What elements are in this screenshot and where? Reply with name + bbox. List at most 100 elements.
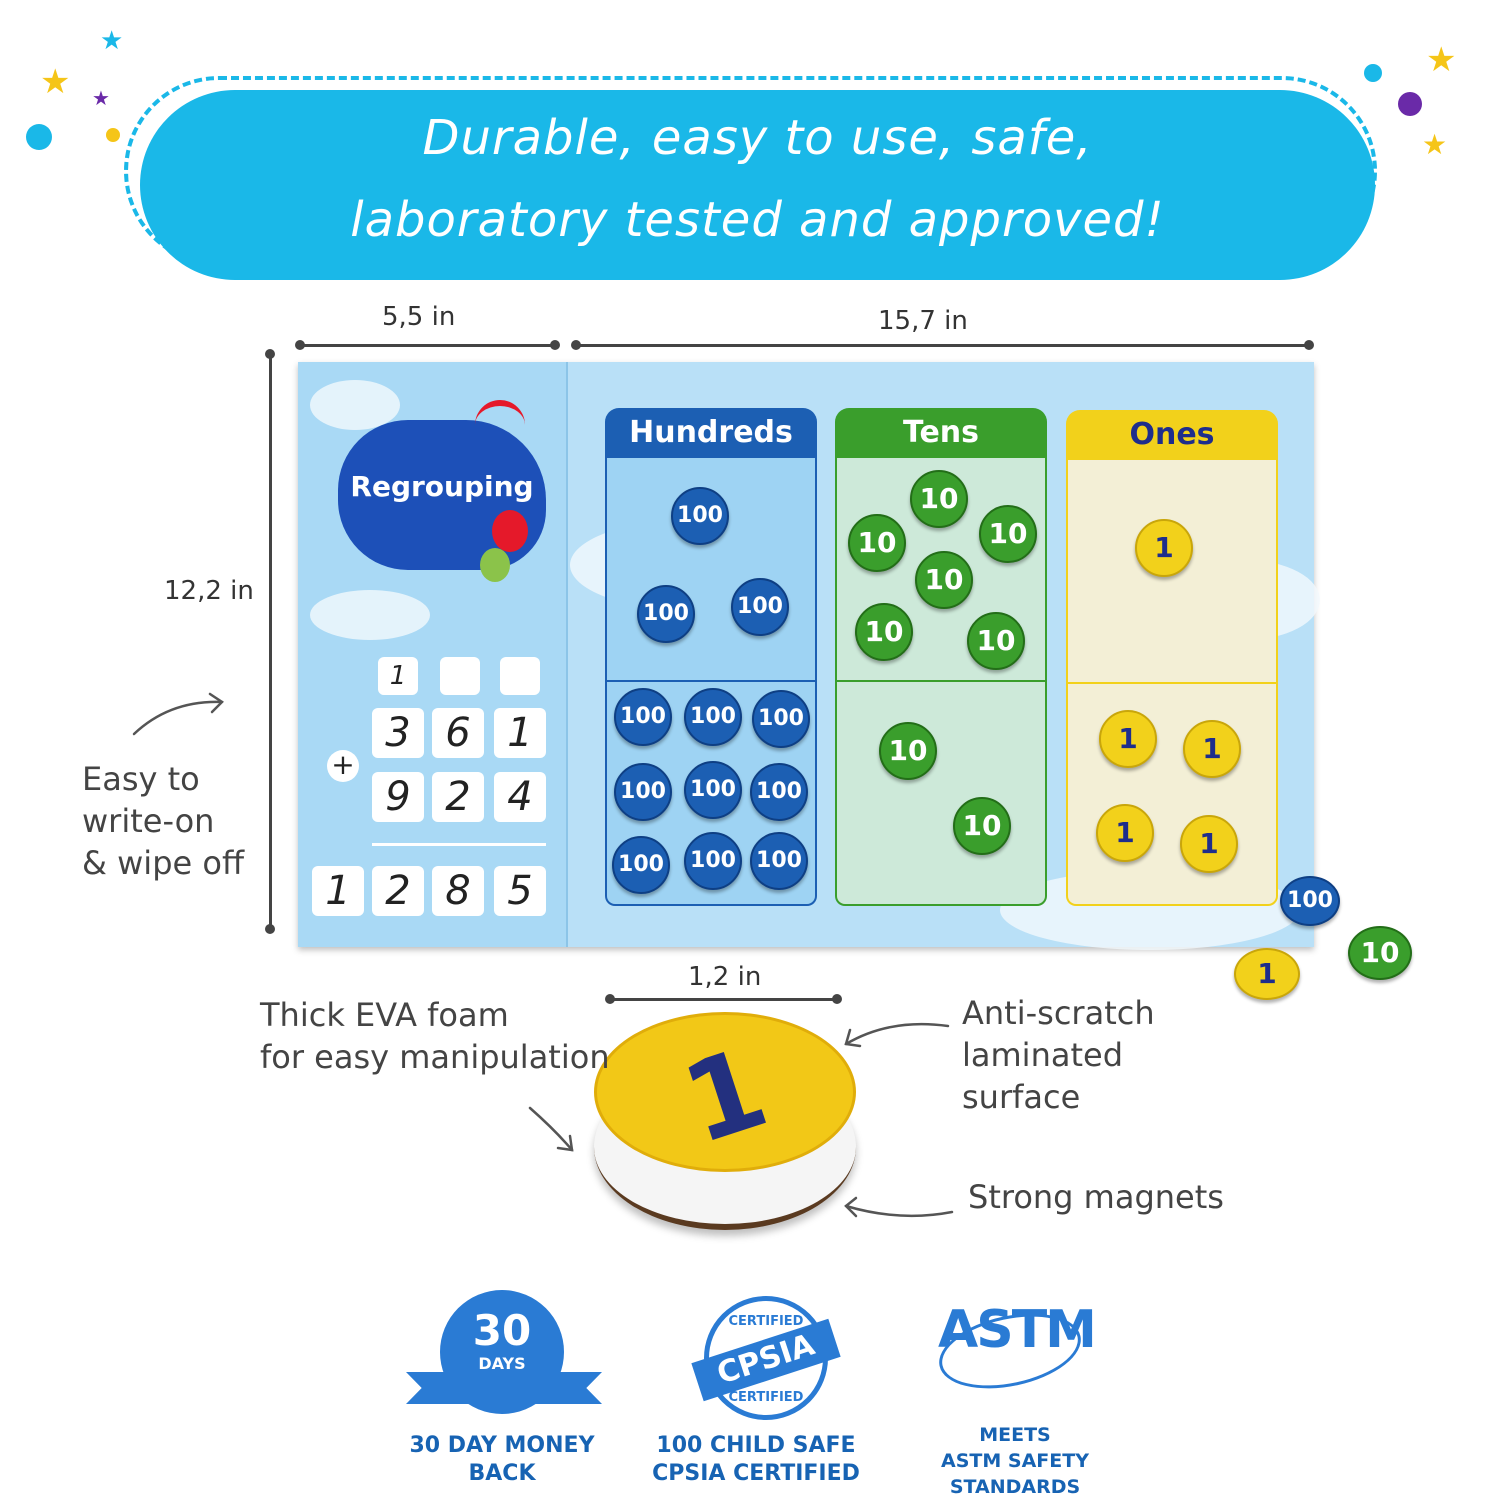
foam-chip-top: [594, 1012, 856, 1172]
caption-line: ASTM SAFETY STANDARDS: [941, 1450, 1089, 1498]
column-divider: [1068, 682, 1276, 684]
hundred-chip[interactable]: 100: [637, 585, 695, 643]
ten-chip[interactable]: 10: [910, 470, 968, 528]
ten-chip[interactable]: 10: [855, 603, 913, 661]
hundred-chip[interactable]: 100: [752, 690, 810, 748]
carry-tile[interactable]: [440, 657, 480, 695]
one-chip[interactable]: 1: [1234, 948, 1300, 1000]
arrow-foam: [528, 1106, 574, 1152]
cloud-decoration: [310, 590, 430, 640]
arrow-laminated: [844, 1022, 950, 1046]
annotation-line: for easy manipulation: [260, 1038, 610, 1076]
caption-line: CPSIA CERTIFIED: [652, 1461, 860, 1486]
seal-unit: DAYS: [478, 1354, 526, 1373]
hundred-chip[interactable]: 100: [1280, 876, 1340, 926]
dot-icon: [106, 128, 120, 142]
dot-icon: [26, 124, 52, 150]
arrow-magnets: [844, 1204, 954, 1218]
dim-line: [576, 344, 1310, 347]
ones-header: Ones: [1066, 410, 1278, 460]
column-divider: [837, 680, 1045, 682]
ten-chip[interactable]: 10: [967, 612, 1025, 670]
hundred-chip[interactable]: 100: [612, 836, 670, 894]
laminated-annotation: Anti-scratch laminated surface: [962, 992, 1155, 1118]
ten-chip[interactable]: 10: [915, 551, 973, 609]
annotation-line: Anti-scratch: [962, 994, 1155, 1032]
dim-left-width: 5,5 in: [382, 302, 456, 332]
banner-line-2: laboratory tested and approved!: [350, 192, 1165, 248]
ten-chip[interactable]: 10: [848, 514, 906, 572]
tens-header: Tens: [835, 408, 1047, 458]
addend-digit[interactable]: 6: [432, 708, 484, 758]
ribbon-icon: [406, 1372, 602, 1404]
dim-line: [300, 344, 556, 347]
caption-line: 30 DAY MONEY: [409, 1433, 595, 1458]
addend-digit[interactable]: 4: [494, 772, 546, 822]
balloon-icon: [492, 510, 528, 552]
dim-dot: [265, 924, 275, 934]
hundred-chip[interactable]: 100: [684, 761, 742, 819]
dim-dot: [1304, 340, 1314, 350]
hundred-chip[interactable]: 100: [671, 487, 729, 545]
addend-digit[interactable]: 1: [494, 708, 546, 758]
banner-line-1: Durable, easy to use, safe,: [422, 110, 1093, 166]
dim-line: [610, 998, 838, 1001]
carry-tile[interactable]: [500, 657, 540, 695]
hundred-chip[interactable]: 100: [684, 688, 742, 746]
addend-digit[interactable]: 9: [372, 772, 424, 822]
sum-digit[interactable]: 1: [312, 866, 364, 916]
caption-line: 100 CHILD SAFE: [656, 1433, 856, 1458]
magnets-annotation: Strong magnets: [968, 1178, 1224, 1216]
sum-line: [372, 843, 546, 846]
sum-digit[interactable]: 8: [432, 866, 484, 916]
addend-digit[interactable]: 2: [432, 772, 484, 822]
star-icon: ★: [92, 86, 110, 110]
caption-line: MEETS: [979, 1424, 1051, 1446]
banner: [140, 90, 1375, 280]
hundred-chip[interactable]: 100: [731, 578, 789, 636]
dim-dot: [832, 994, 842, 1004]
cpsia-top: CERTIFIED: [728, 1314, 804, 1329]
one-chip[interactable]: 1: [1096, 804, 1154, 862]
ten-chip[interactable]: 10: [979, 505, 1037, 563]
annotation-line: write-on: [82, 802, 215, 840]
one-chip[interactable]: 1: [1099, 710, 1157, 768]
hundred-chip[interactable]: 100: [750, 763, 808, 821]
star-icon: ★: [40, 62, 71, 102]
cloud-decoration: [310, 380, 400, 430]
astm-caption: MEETS ASTM SAFETY STANDARDS: [880, 1422, 1150, 1500]
one-chip[interactable]: 1: [1180, 815, 1238, 873]
cpsia-caption: 100 CHILD SAFE CPSIA CERTIFIED: [646, 1432, 866, 1488]
caption-line: BACK: [468, 1461, 536, 1486]
hundred-chip[interactable]: 100: [614, 688, 672, 746]
dim-dot: [295, 340, 305, 350]
hundred-chip[interactable]: 100: [750, 832, 808, 890]
ten-chip[interactable]: 10: [1348, 926, 1412, 980]
hundred-chip[interactable]: 100: [614, 763, 672, 821]
dim-right-width: 15,7 in: [878, 306, 968, 336]
dim-dot: [605, 994, 615, 1004]
dim-line-vertical: [269, 354, 272, 930]
balloon-icon: [480, 548, 510, 582]
one-chip[interactable]: 1: [1183, 720, 1241, 778]
foam-annotation: Thick EVA foam for easy manipulation: [260, 994, 610, 1078]
sum-digit[interactable]: 2: [372, 866, 424, 916]
plus-sign: +: [327, 750, 359, 782]
star-icon: ★: [100, 26, 124, 56]
one-chip[interactable]: 1: [1135, 519, 1193, 577]
ten-chip[interactable]: 10: [953, 797, 1011, 855]
sum-digit[interactable]: 5: [494, 866, 546, 916]
column-divider: [607, 680, 815, 682]
hundreds-header: Hundreds: [605, 408, 817, 458]
carry-tile[interactable]: 1: [378, 657, 418, 695]
arrow-write-on: [132, 700, 224, 736]
hundred-chip[interactable]: 100: [684, 832, 742, 890]
dim-height: 12,2 in: [164, 576, 254, 606]
annotation-line: laminated: [962, 1036, 1123, 1074]
addend-digit[interactable]: 3: [372, 708, 424, 758]
annotation-line: & wipe off: [82, 844, 244, 882]
seal-number: 30: [472, 1306, 532, 1355]
ten-chip[interactable]: 10: [879, 722, 937, 780]
dim-dot: [571, 340, 581, 350]
